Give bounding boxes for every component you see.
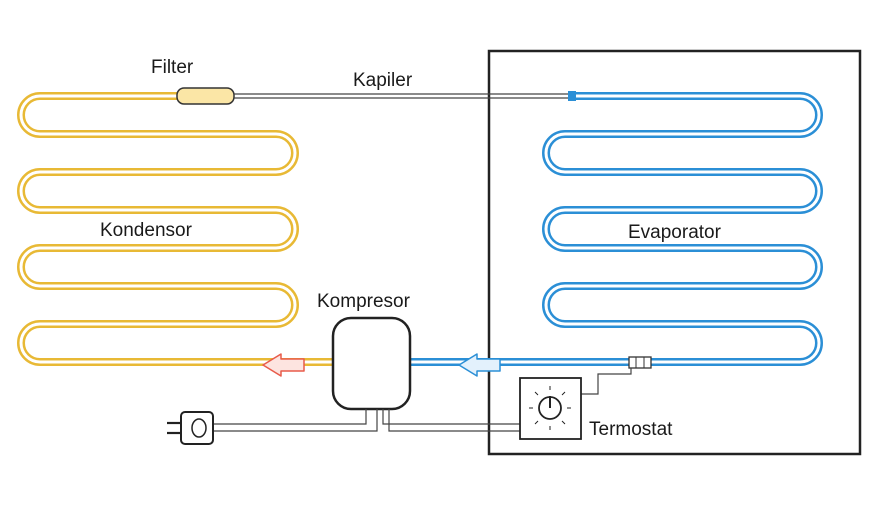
label-termostat: Termostat <box>589 419 673 440</box>
capillary-tube <box>234 93 572 99</box>
label-kompresor: Kompresor <box>317 291 411 312</box>
power-wiring <box>213 409 520 432</box>
filter-drier <box>176 87 235 105</box>
thermostat <box>519 377 582 440</box>
thermostat-dial-icon <box>529 386 571 430</box>
power-plug-icon <box>167 411 214 445</box>
label-filter: Filter <box>151 57 194 78</box>
thermostat-sensor-line <box>581 368 632 395</box>
label-kapiler: Kapiler <box>353 70 413 91</box>
label-evaporator: Evaporator <box>628 222 722 243</box>
evaporator-coil <box>404 91 823 366</box>
compressor <box>331 316 412 411</box>
label-kondensor: Kondensor <box>100 220 193 241</box>
cold-flow-arrow-icon <box>458 353 501 377</box>
hot-flow-arrow-icon <box>262 353 305 377</box>
refrigerator-cabinet <box>487 49 862 456</box>
thermostat-sensor-bulb <box>628 356 652 369</box>
condenser-coil <box>17 92 340 366</box>
